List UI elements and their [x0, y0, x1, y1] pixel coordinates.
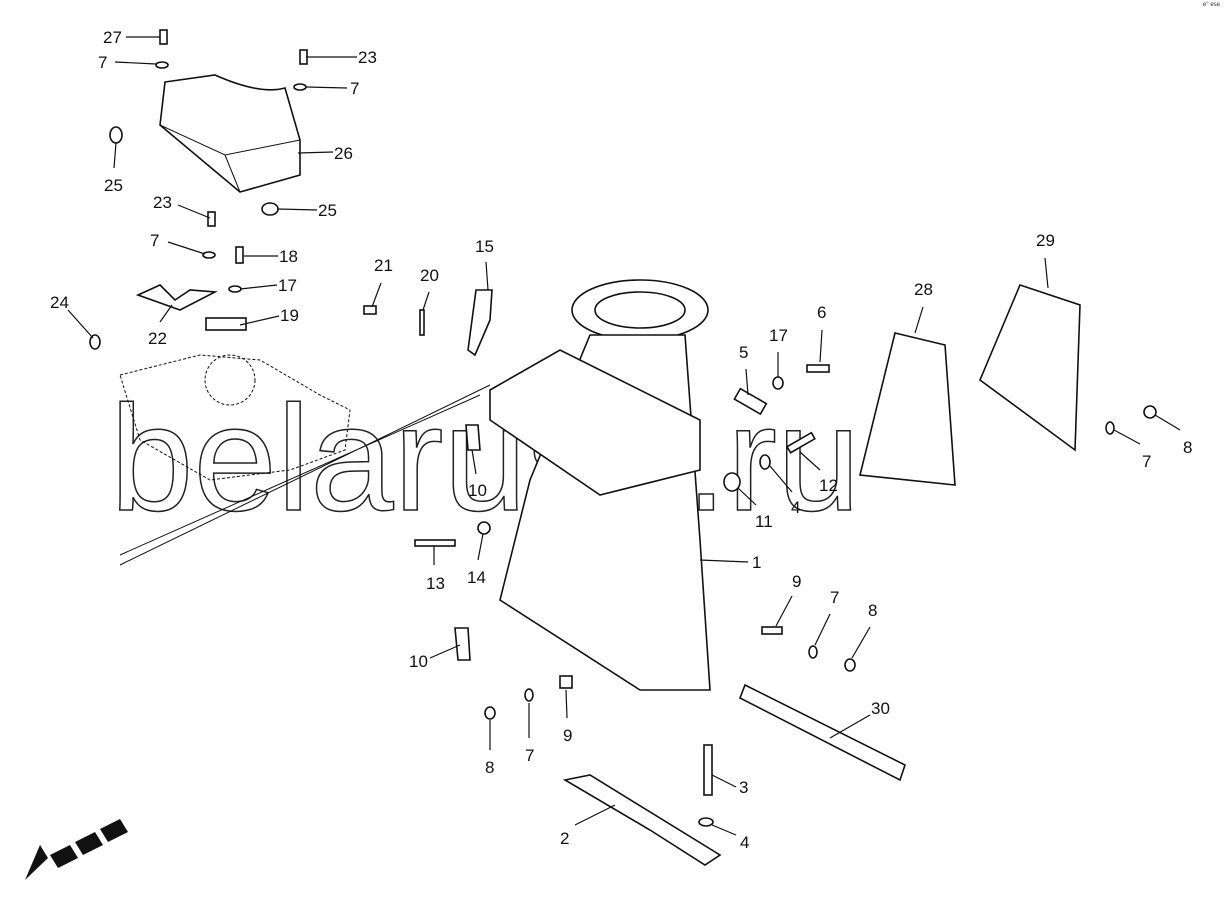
callout: 21	[374, 256, 393, 275]
callout: 10	[409, 652, 428, 671]
callout: 7	[350, 79, 359, 98]
callout: 1	[752, 553, 761, 572]
callout: 17	[278, 276, 297, 295]
callout: 26	[334, 144, 353, 163]
callout: 18	[279, 247, 298, 266]
fasteners	[89, 29, 1157, 827]
callout: 17	[769, 326, 788, 345]
callout: 7	[830, 588, 839, 607]
callout: 19	[280, 306, 299, 325]
callout: 9	[563, 726, 572, 745]
callout: 25	[318, 201, 337, 220]
callout: 29	[1036, 231, 1055, 250]
callout: 4	[791, 498, 800, 517]
part-strip	[738, 683, 906, 782]
callout: 7	[1142, 452, 1151, 471]
callout: 8	[485, 758, 494, 777]
callout: 13	[426, 574, 445, 593]
callout: 27	[103, 28, 122, 47]
callout: 7	[98, 53, 107, 72]
direction-arrow-icon	[25, 819, 128, 880]
corner-mark: e° ese	[1202, 2, 1220, 8]
callout: 2	[560, 829, 569, 848]
callout: 15	[475, 237, 494, 256]
callout: 7	[150, 231, 159, 250]
part-plate	[562, 774, 722, 866]
callout: 20	[420, 266, 439, 285]
callout: 3	[739, 778, 748, 797]
watermark: belarus1.ru	[110, 374, 860, 542]
part-gasket-29	[979, 284, 1081, 452]
callout: 11	[755, 512, 773, 531]
part-chute	[489, 279, 711, 691]
callout: 10	[468, 481, 487, 500]
callout: 5	[739, 343, 748, 362]
callout: 25	[104, 176, 123, 195]
callout: 14	[467, 568, 486, 587]
leader-lines	[67, 36, 1181, 836]
callout: 4	[740, 833, 749, 852]
callout: 22	[148, 329, 167, 348]
callout: 9	[792, 572, 801, 591]
callout: 23	[153, 193, 172, 212]
callout: 8	[868, 601, 877, 620]
callout: 12	[819, 476, 838, 495]
callout: 28	[914, 280, 933, 299]
callout: 7	[525, 746, 534, 765]
callout: 24	[50, 293, 69, 312]
part-gasket-28	[859, 332, 956, 486]
callout-labels: 27 7 23 7 25 26 23 25 7 18 17 19 22 24 2…	[50, 28, 1192, 852]
part-cover	[159, 74, 301, 193]
part-gearbox	[119, 354, 491, 566]
callout: 8	[1183, 438, 1192, 457]
callout: 6	[817, 303, 826, 322]
callout: 30	[871, 699, 890, 718]
callout: 23	[358, 48, 377, 67]
